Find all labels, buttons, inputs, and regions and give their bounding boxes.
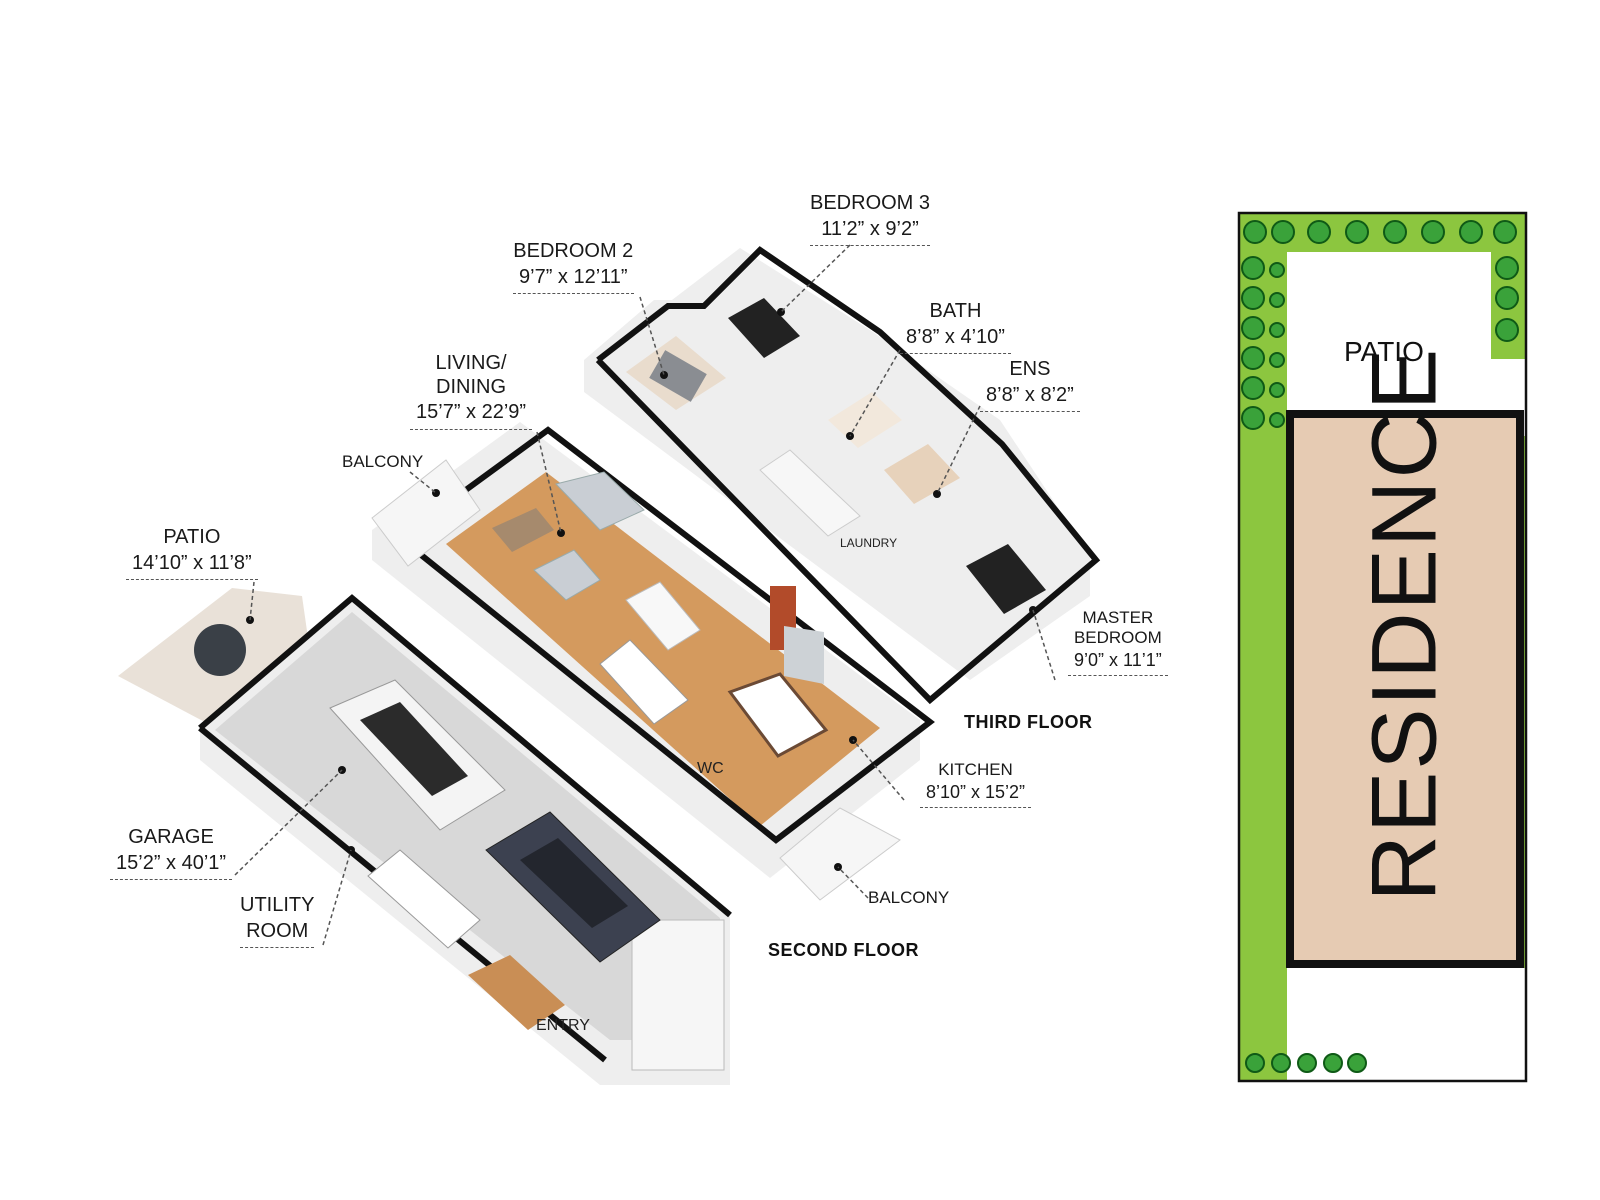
site-trees [1241,220,1519,1073]
garage-dims: 15’2” x 40’1” [110,850,233,881]
living-dims: 15’7” x 22’9” [410,399,533,430]
master-name-2: BEDROOM [1073,628,1162,648]
third-floor-title: THIRD FLOOR [964,712,1093,732]
bedroom2-dims: 9’7” x 12’11” [513,264,634,295]
entry-floor [468,955,565,1030]
living-label: LIVING/ DINING 15’7” x 22’9” [410,352,533,430]
site-residence [1286,410,1524,968]
kitchen-label: KITCHEN 8’10” x 15’2” [920,760,1032,809]
utility-name-1: UTILITY [240,894,315,916]
garage-wall-top [198,594,732,918]
garage-level [118,588,732,1085]
living-name-2: DINING [436,375,507,398]
dark-car [485,811,661,963]
living-name-1: LIVING/ [435,352,507,374]
laundry-area [759,449,861,537]
white-car [329,679,506,831]
patio-label: PATIO 14’10” x 11’8” [126,526,258,581]
second-floor-stairs [599,639,689,725]
second-floor [371,422,935,901]
ens-dims: 8’8” x 8’2” [980,382,1080,413]
utility-name-2: ROOM [240,918,315,949]
kitchen-island [727,672,829,758]
balcony-lower-label: BALCONY [868,888,949,908]
ens-name: ENS [1009,358,1051,380]
utility-label: UTILITY ROOM [240,894,315,949]
balcony-lower-floor [779,807,901,901]
master-name-1: MASTER [1082,608,1154,627]
bath-label: BATH 8’8” x 4’10” [900,300,1011,355]
bedroom2-name: BEDROOM 2 [513,240,634,262]
patio-table [194,624,246,676]
kitchen-dims: 8’10” x 15’2” [920,780,1032,809]
garage-name: GARAGE [128,826,214,848]
site-patio-label: PATIO [1344,336,1424,367]
bath-name: BATH [929,300,982,322]
bath-dims: 8’8” x 4’10” [900,324,1011,355]
balcony-upper-floor [371,459,481,567]
balcony-upper-label: BALCONY [342,452,423,472]
bedroom2-bed [649,350,707,402]
third-floor-wall [584,248,1090,680]
bedroom3-name: BEDROOM 3 [810,192,931,214]
garage-stairs [367,849,481,949]
leader-lines [234,244,1056,946]
bedroom2-label: BEDROOM 2 9’7” x 12’11” [513,240,634,295]
bedroom3-dims: 11’2” x 9’2” [810,216,931,247]
kitchen-name: KITCHEN [938,760,1013,779]
patio-name: PATIO [163,526,221,548]
site-front-yard-2 [1372,1050,1526,1081]
entry-label: ENTRY [536,1017,590,1034]
balcony-lower-name: BALCONY [868,888,950,907]
third-floor [584,246,1101,705]
ens-label: ENS 8’8” x 8’2” [980,358,1080,413]
garage-door [631,919,725,1071]
coffee-table [492,508,554,552]
site-patio-area [1287,252,1491,359]
site-border [1237,211,1528,1083]
master-dims: 9’0” x 11’1” [1068,648,1168,677]
armchair [533,549,601,601]
bedroom3-label: BEDROOM 3 11’2” x 9’2” [810,192,931,247]
bath-floor [828,392,902,448]
fridge [784,626,824,684]
balcony-upper-name: BALCONY [342,452,424,471]
dining-table [625,581,701,651]
master-label: MASTER BEDROOM 9’0” x 11’1” [1068,608,1168,677]
second-floor-title: SECOND FLOOR [768,940,920,960]
ens-floor [884,444,960,504]
laundry-label: LAUNDRY [840,536,898,550]
patio-dims: 14’10” x 11’8” [126,550,258,581]
sofa [555,471,645,531]
site-plan [1237,211,1528,1083]
wc-label: WC [697,760,724,777]
third-floor-wall-top [595,246,1101,705]
second-floor-wall-top [398,426,935,844]
master-bed [966,544,1046,614]
residence-label: RESIDENCE [1353,346,1456,902]
garage-label: GARAGE 15’2” x 40’1” [110,826,233,881]
bedroom3-bed [728,298,800,358]
